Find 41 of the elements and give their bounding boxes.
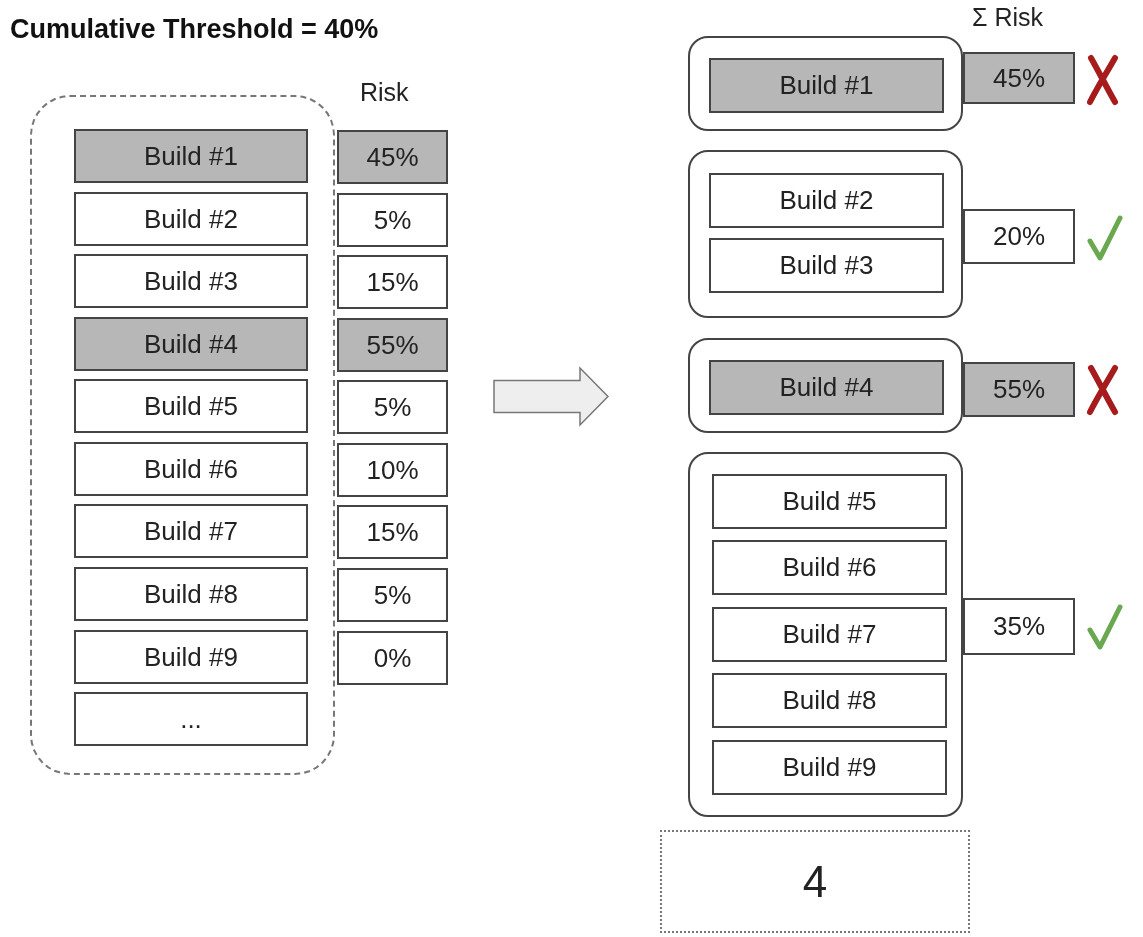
table-cell: Build #6 bbox=[712, 540, 947, 595]
table-cell: 5% bbox=[337, 568, 448, 622]
table-cell: Build #9 bbox=[74, 630, 308, 684]
table-cell: Build #6 bbox=[74, 442, 308, 496]
table-cell: 55% bbox=[963, 362, 1075, 417]
table-cell: Build #2 bbox=[709, 173, 944, 228]
table-cell: 5% bbox=[337, 380, 448, 434]
rounded-group-box bbox=[688, 36, 963, 131]
rounded-group-box bbox=[688, 452, 963, 817]
table-cell: Build #9 bbox=[712, 740, 947, 795]
table-cell: 35% bbox=[963, 598, 1075, 655]
table-cell: Build #1 bbox=[74, 129, 308, 183]
table-cell: 20% bbox=[963, 209, 1075, 264]
table-cell: 5% bbox=[337, 193, 448, 247]
table-cell: Build #8 bbox=[712, 673, 947, 728]
table-cell: Build #8 bbox=[74, 567, 308, 621]
table-cell: 15% bbox=[337, 255, 448, 309]
table-cell: Build #3 bbox=[74, 254, 308, 308]
table-cell: 0% bbox=[337, 631, 448, 685]
dashed-container bbox=[30, 95, 335, 775]
table-cell: 10% bbox=[337, 443, 448, 497]
table-cell: 45% bbox=[963, 52, 1075, 104]
title: Cumulative Threshold = 40% bbox=[10, 14, 379, 45]
table-cell: 55% bbox=[337, 318, 448, 372]
rounded-group-box bbox=[688, 150, 963, 318]
table-cell: Build #4 bbox=[709, 360, 944, 415]
table-cell: Build #7 bbox=[74, 504, 308, 558]
table-cell: 15% bbox=[337, 505, 448, 559]
rounded-group-box bbox=[688, 338, 963, 433]
table-cell: Build #7 bbox=[712, 607, 947, 662]
column-header: Risk bbox=[360, 78, 409, 107]
table-cell: 45% bbox=[337, 130, 448, 184]
column-header: Σ Risk bbox=[972, 3, 1043, 32]
table-cell: ... bbox=[74, 692, 308, 746]
table-cell: Build #1 bbox=[709, 58, 944, 113]
table-cell: Build #5 bbox=[712, 474, 947, 529]
table-cell: Build #4 bbox=[74, 317, 308, 371]
count-box: 4 bbox=[660, 830, 970, 933]
table-cell: Build #2 bbox=[74, 192, 308, 246]
table-cell: Build #3 bbox=[709, 238, 944, 293]
table-cell: Build #5 bbox=[74, 379, 308, 433]
